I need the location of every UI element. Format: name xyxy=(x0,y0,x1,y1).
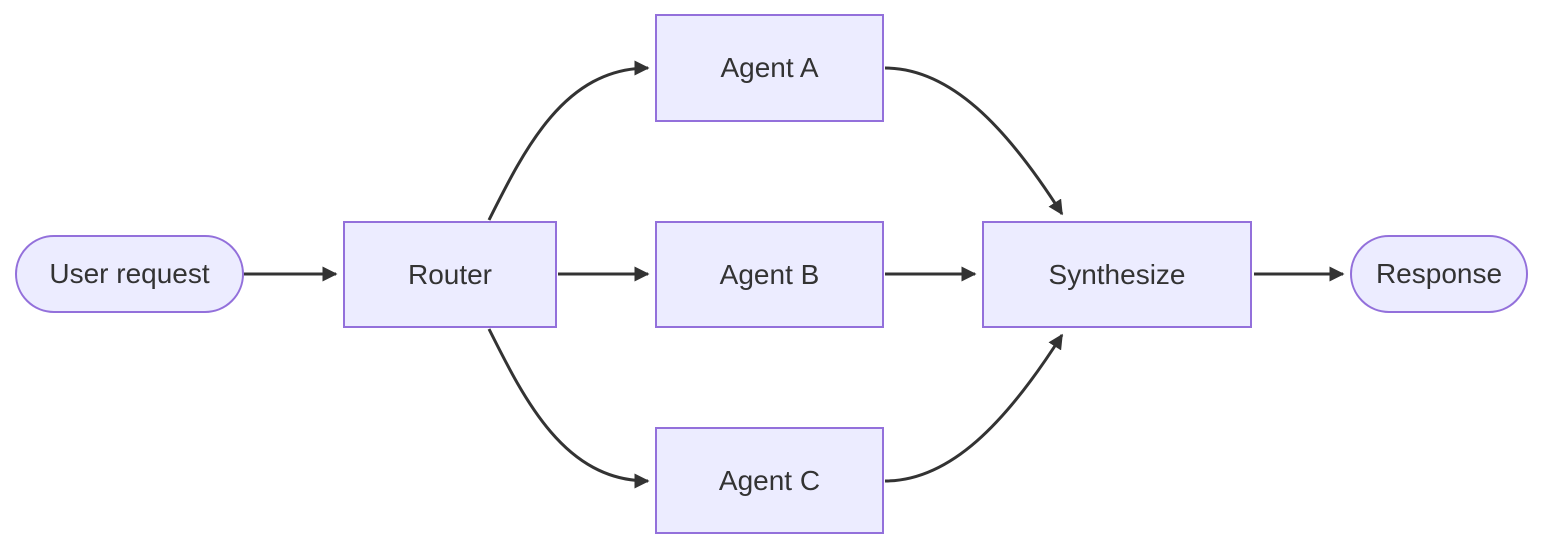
node-agent-c: Agent C xyxy=(655,427,884,534)
node-user-request-label: User request xyxy=(49,258,210,289)
edge-agent-c-to-synthesize xyxy=(884,333,1064,483)
node-router-label: Router xyxy=(407,258,493,290)
node-agent-a: Agent A xyxy=(655,14,884,122)
node-agent-b-label: Agent B xyxy=(719,258,820,290)
node-response-label: Response xyxy=(1375,258,1503,289)
node-response: Response xyxy=(1350,235,1528,313)
node-agent-c-label: Agent C xyxy=(718,464,821,496)
node-agent-a-label: Agent A xyxy=(720,52,819,83)
node-agent-b: Agent B xyxy=(655,221,884,328)
edge-agent-a-to-synthesize xyxy=(884,66,1064,216)
node-user-request: User request xyxy=(15,235,244,313)
node-router: Router xyxy=(343,221,557,328)
node-synthesize-label: Synthesize xyxy=(1048,258,1186,290)
edge-router-to-agent-c xyxy=(487,328,650,489)
edge-router-to-agent-a xyxy=(487,60,650,221)
node-synthesize: Synthesize xyxy=(982,221,1252,328)
